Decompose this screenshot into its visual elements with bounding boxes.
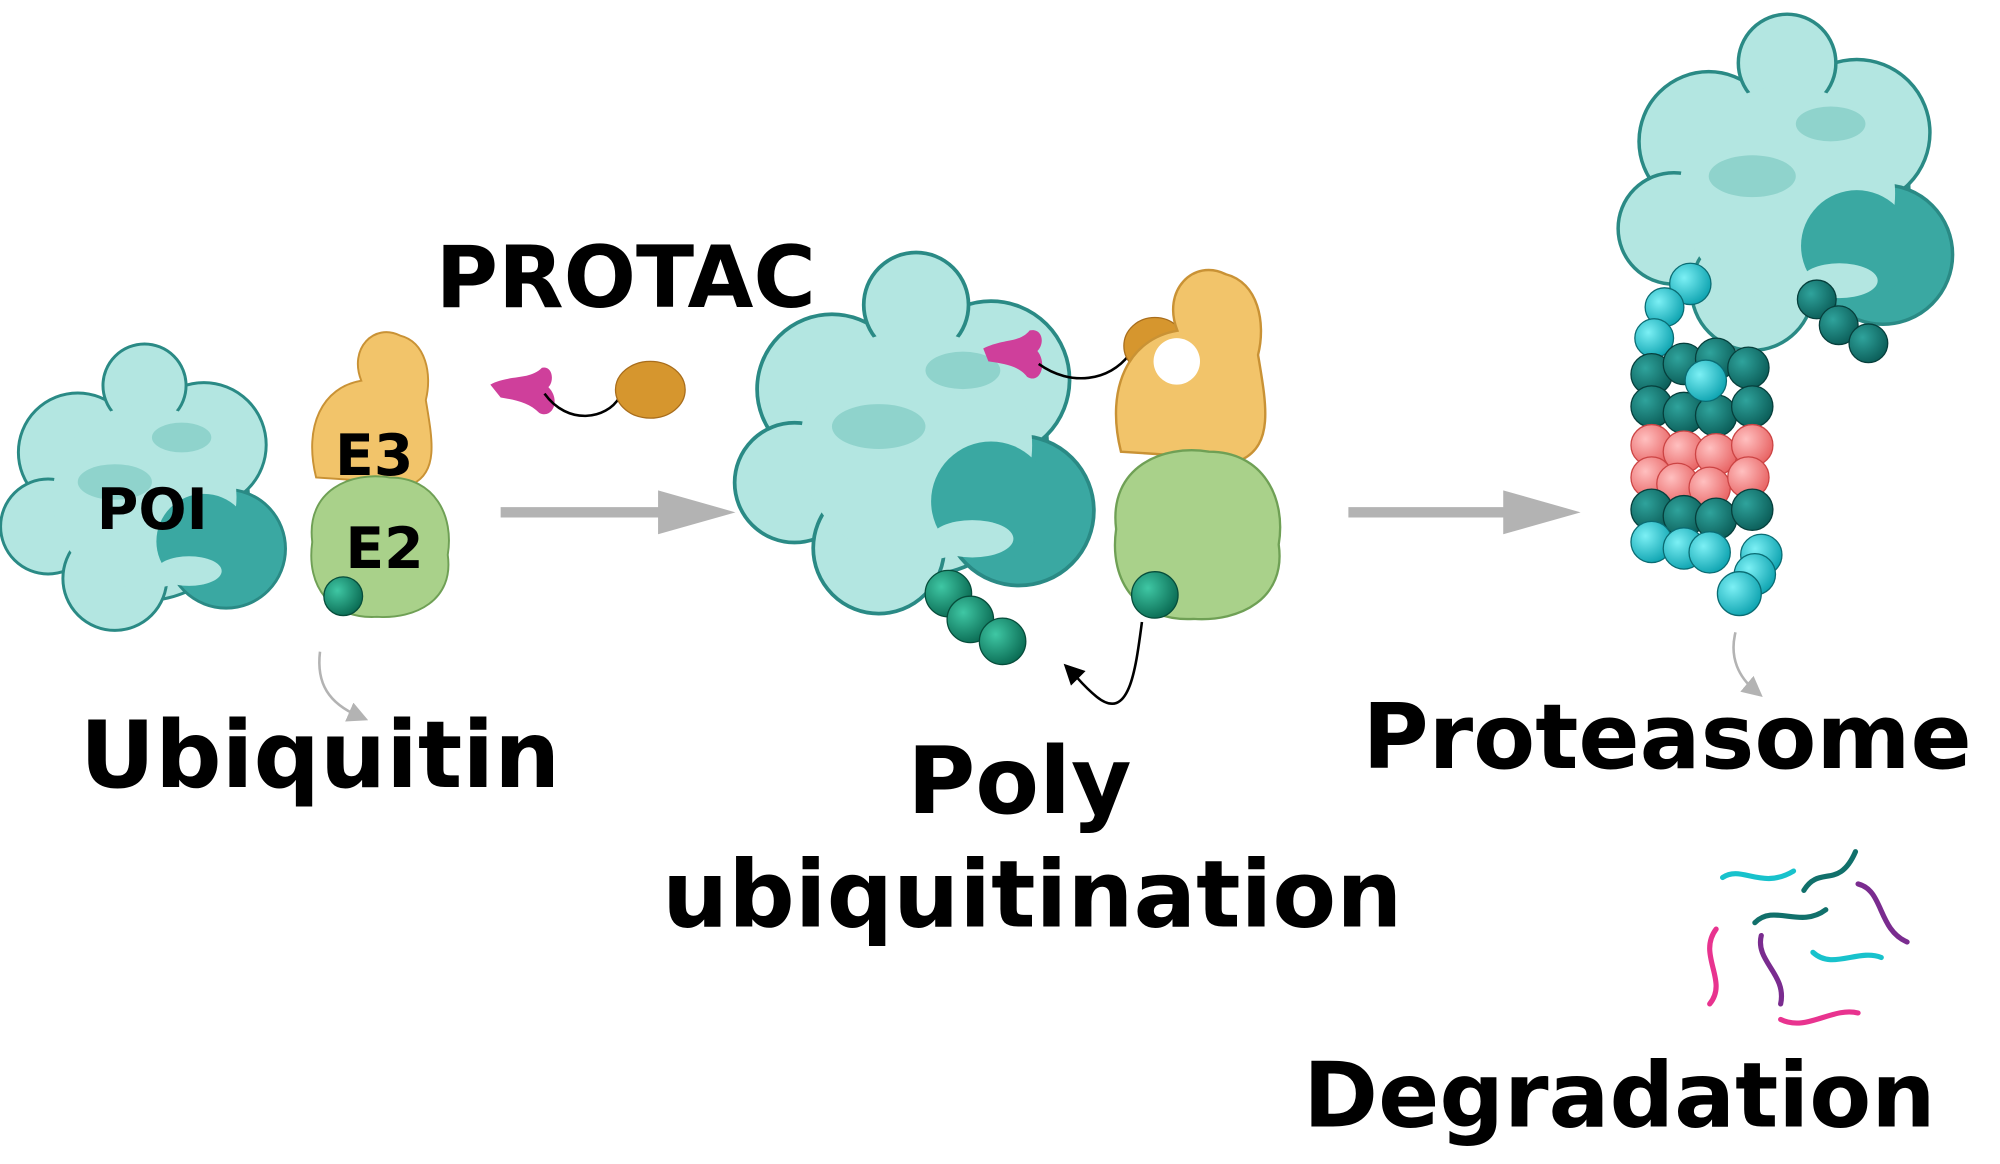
step-arrow-1 [500,490,736,535]
poi-label: POI [97,477,208,543]
protac-label: PROTAC [436,229,816,328]
protac-molecule-icon [490,360,686,419]
e2-label: E2 [345,516,423,582]
ubiquitin-icon [323,576,364,617]
step-arrow-2 [1348,490,1581,535]
proteasome-label: Proteasome [1362,685,1971,790]
polyubiquitin-chain-icon [924,569,1027,666]
poly-label-line1: Poly [907,727,1131,835]
poly-label-line2: ubiquitination [662,841,1402,949]
ubiquitin-icon [1130,571,1179,619]
e3-label: E3 [335,423,413,489]
degradation-label: Degradation [1303,1044,1935,1149]
ubiquitin-pointer-arrow [318,651,369,722]
proteasome-pointer-arrow [1732,632,1763,697]
ubiquitin-label: Ubiquitin [80,701,561,809]
proteasome-icon [1630,262,1889,617]
ubiquitin-transfer-arrow [1063,621,1144,705]
degraded-peptides-icon [1707,849,1910,1026]
